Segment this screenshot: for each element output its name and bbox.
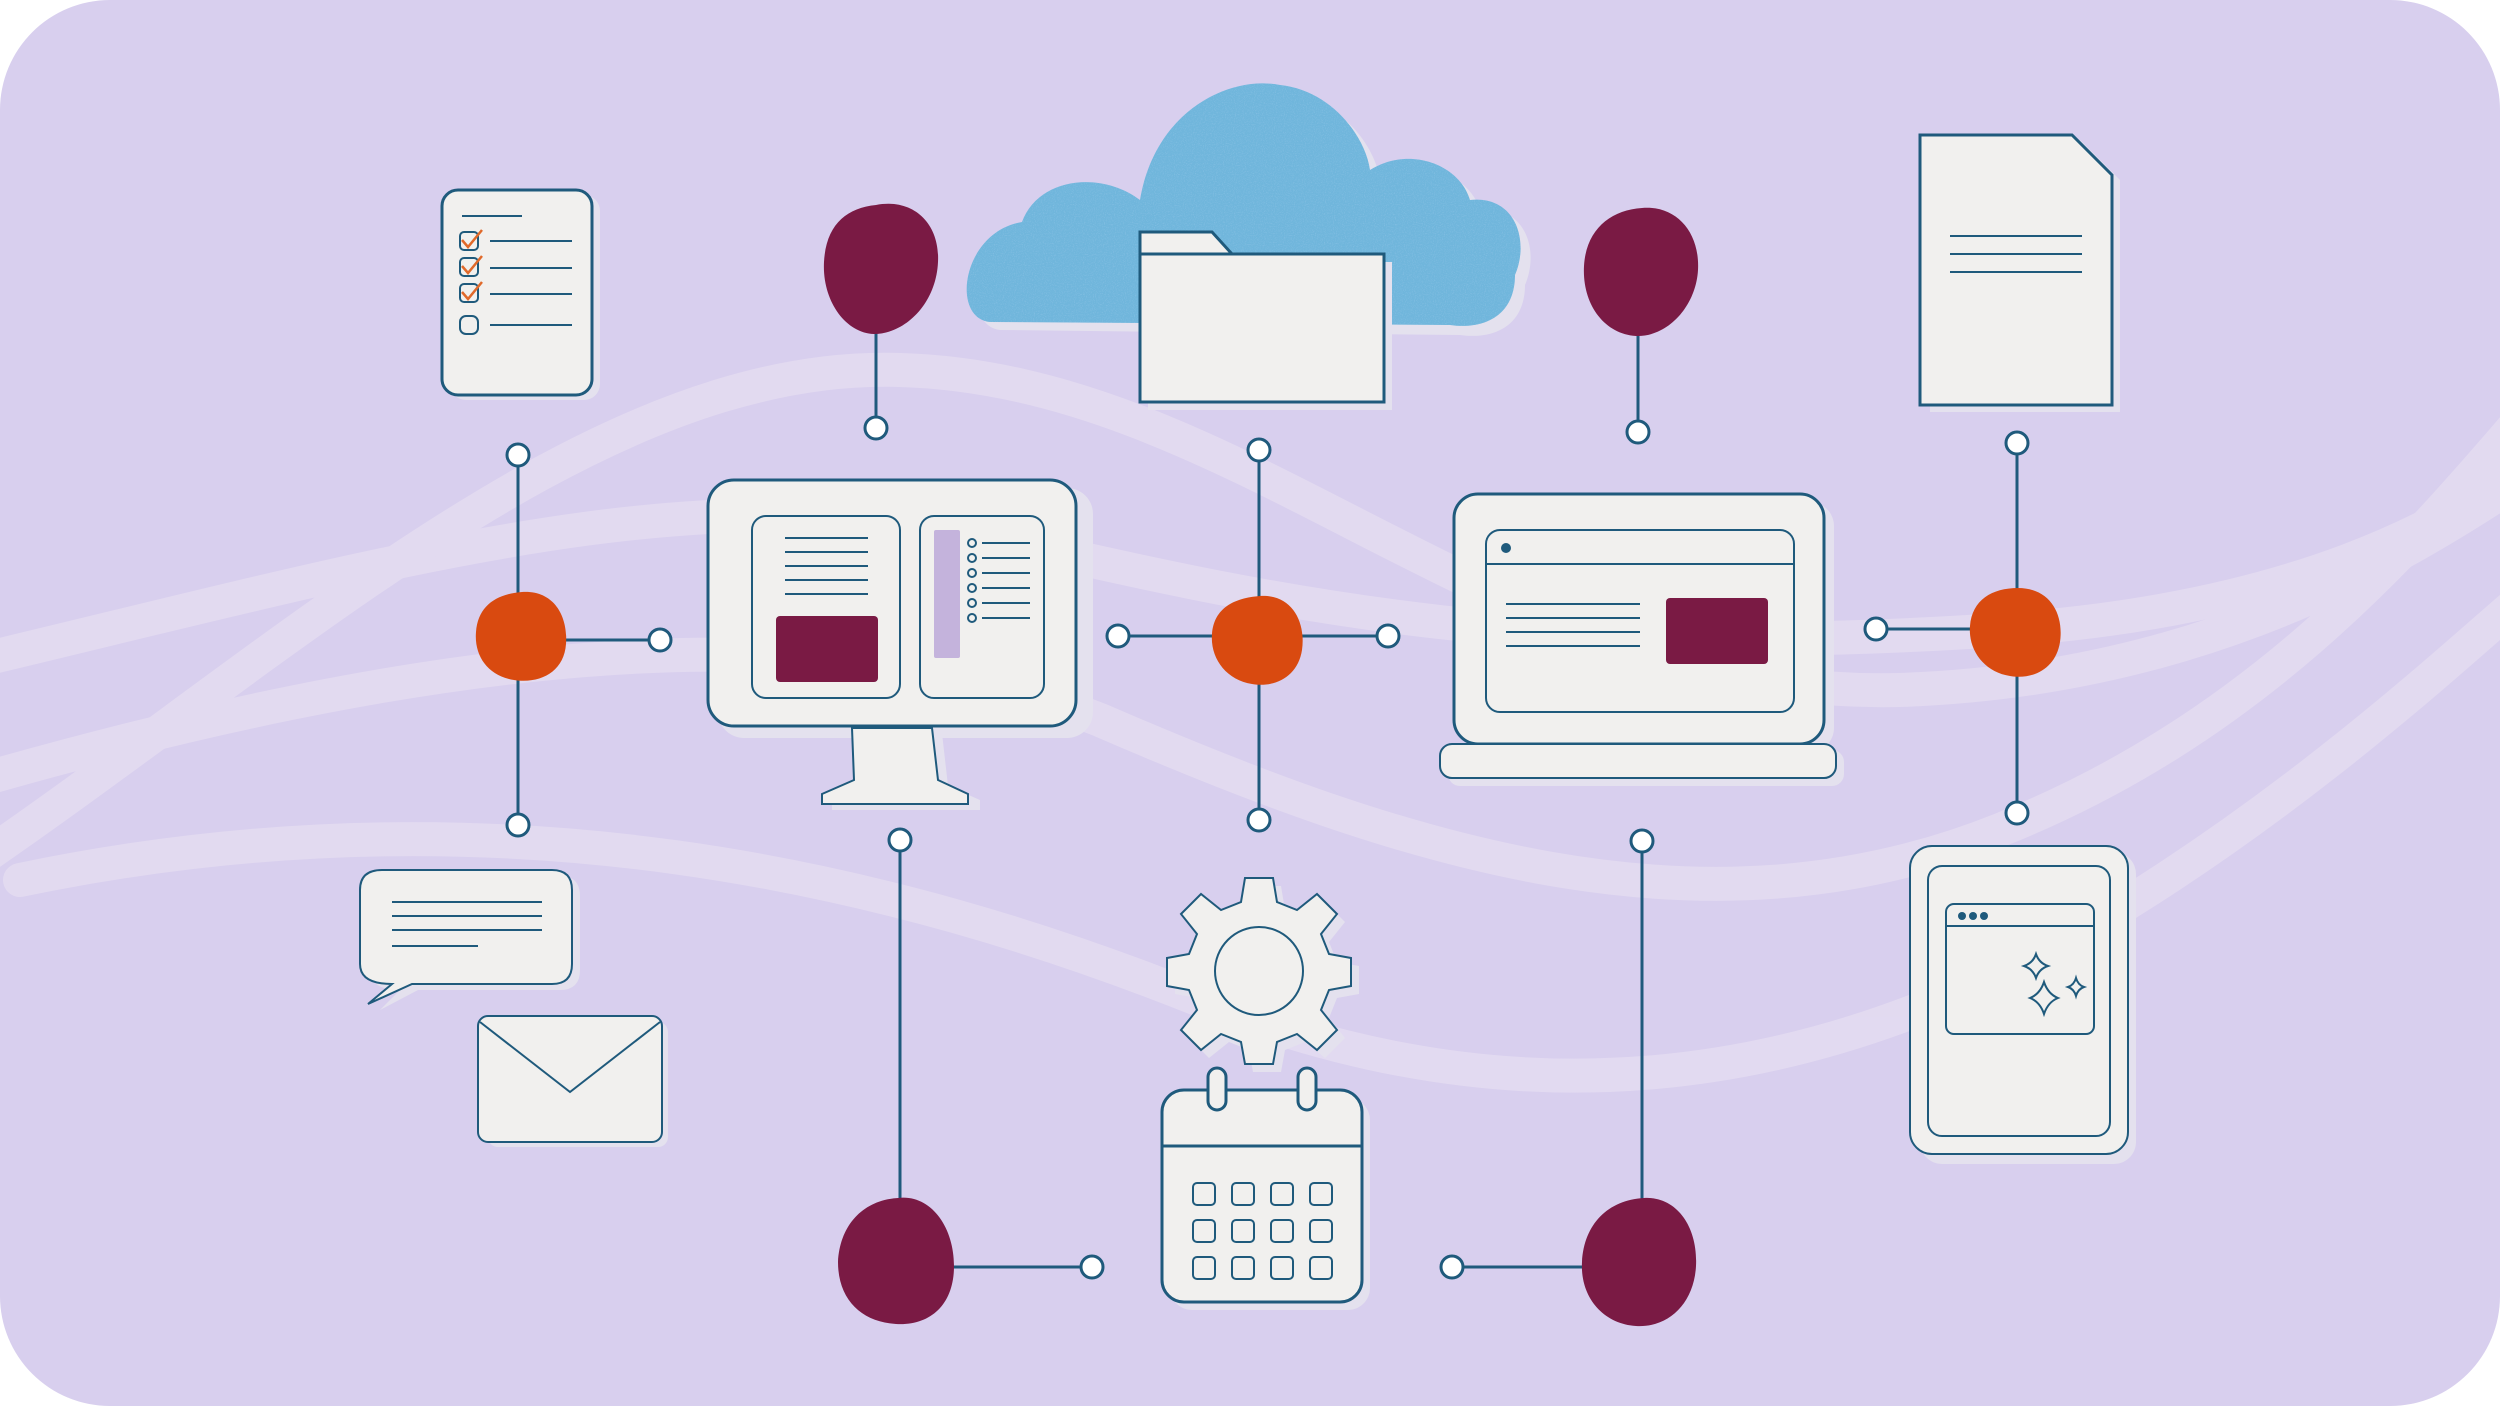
- checklist-icon: [440, 188, 600, 400]
- envelope-icon: [477, 1015, 668, 1147]
- laptop-icon: [1439, 492, 1844, 786]
- plum-node-bottom-left: [838, 1197, 954, 1325]
- plum-node-monitor: [823, 203, 939, 334]
- folder-icon: [1138, 230, 1392, 410]
- tablet-icon: [1909, 845, 2136, 1164]
- chat-bubble-icon: [359, 869, 580, 1010]
- gear-icon: [1166, 877, 1359, 1072]
- orange-hub-left: [475, 591, 567, 681]
- orange-hub-right: [1969, 588, 2061, 677]
- document-icon: [1918, 133, 2120, 412]
- calendar-icon: [1160, 1066, 1370, 1310]
- orange-hub-center: [1211, 595, 1303, 685]
- plum-node-bottom-right: [1581, 1197, 1697, 1327]
- connector-nodes: [505, 415, 2030, 1280]
- plum-node-laptop: [1583, 207, 1699, 337]
- monitor-icon: [706, 478, 1093, 810]
